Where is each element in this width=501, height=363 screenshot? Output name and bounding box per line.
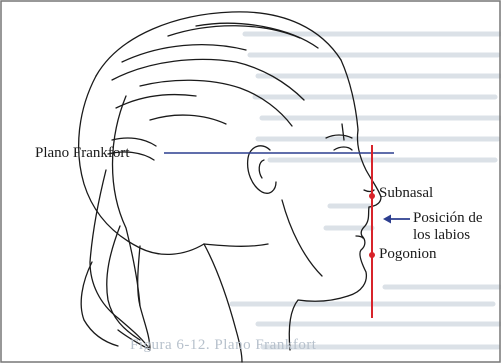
- lips-position-label-line1: Posición de: [413, 210, 483, 227]
- lips-position-label-line2: los labios: [413, 227, 483, 244]
- subnasal-label: Subnasal: [379, 186, 433, 202]
- figure-caption: Figura 6-12. Plano Frankfort: [130, 338, 316, 354]
- head-drawing: [79, 12, 381, 362]
- pogonion-point: [369, 252, 375, 258]
- subnasal-point: [369, 193, 375, 199]
- frankfort-plane-label: Plano Frankfort: [35, 146, 130, 162]
- lips-position-arrow: [383, 215, 410, 224]
- lips-position-label: Posición de los labios: [413, 210, 483, 243]
- pogonion-label: Pogonion: [379, 247, 437, 263]
